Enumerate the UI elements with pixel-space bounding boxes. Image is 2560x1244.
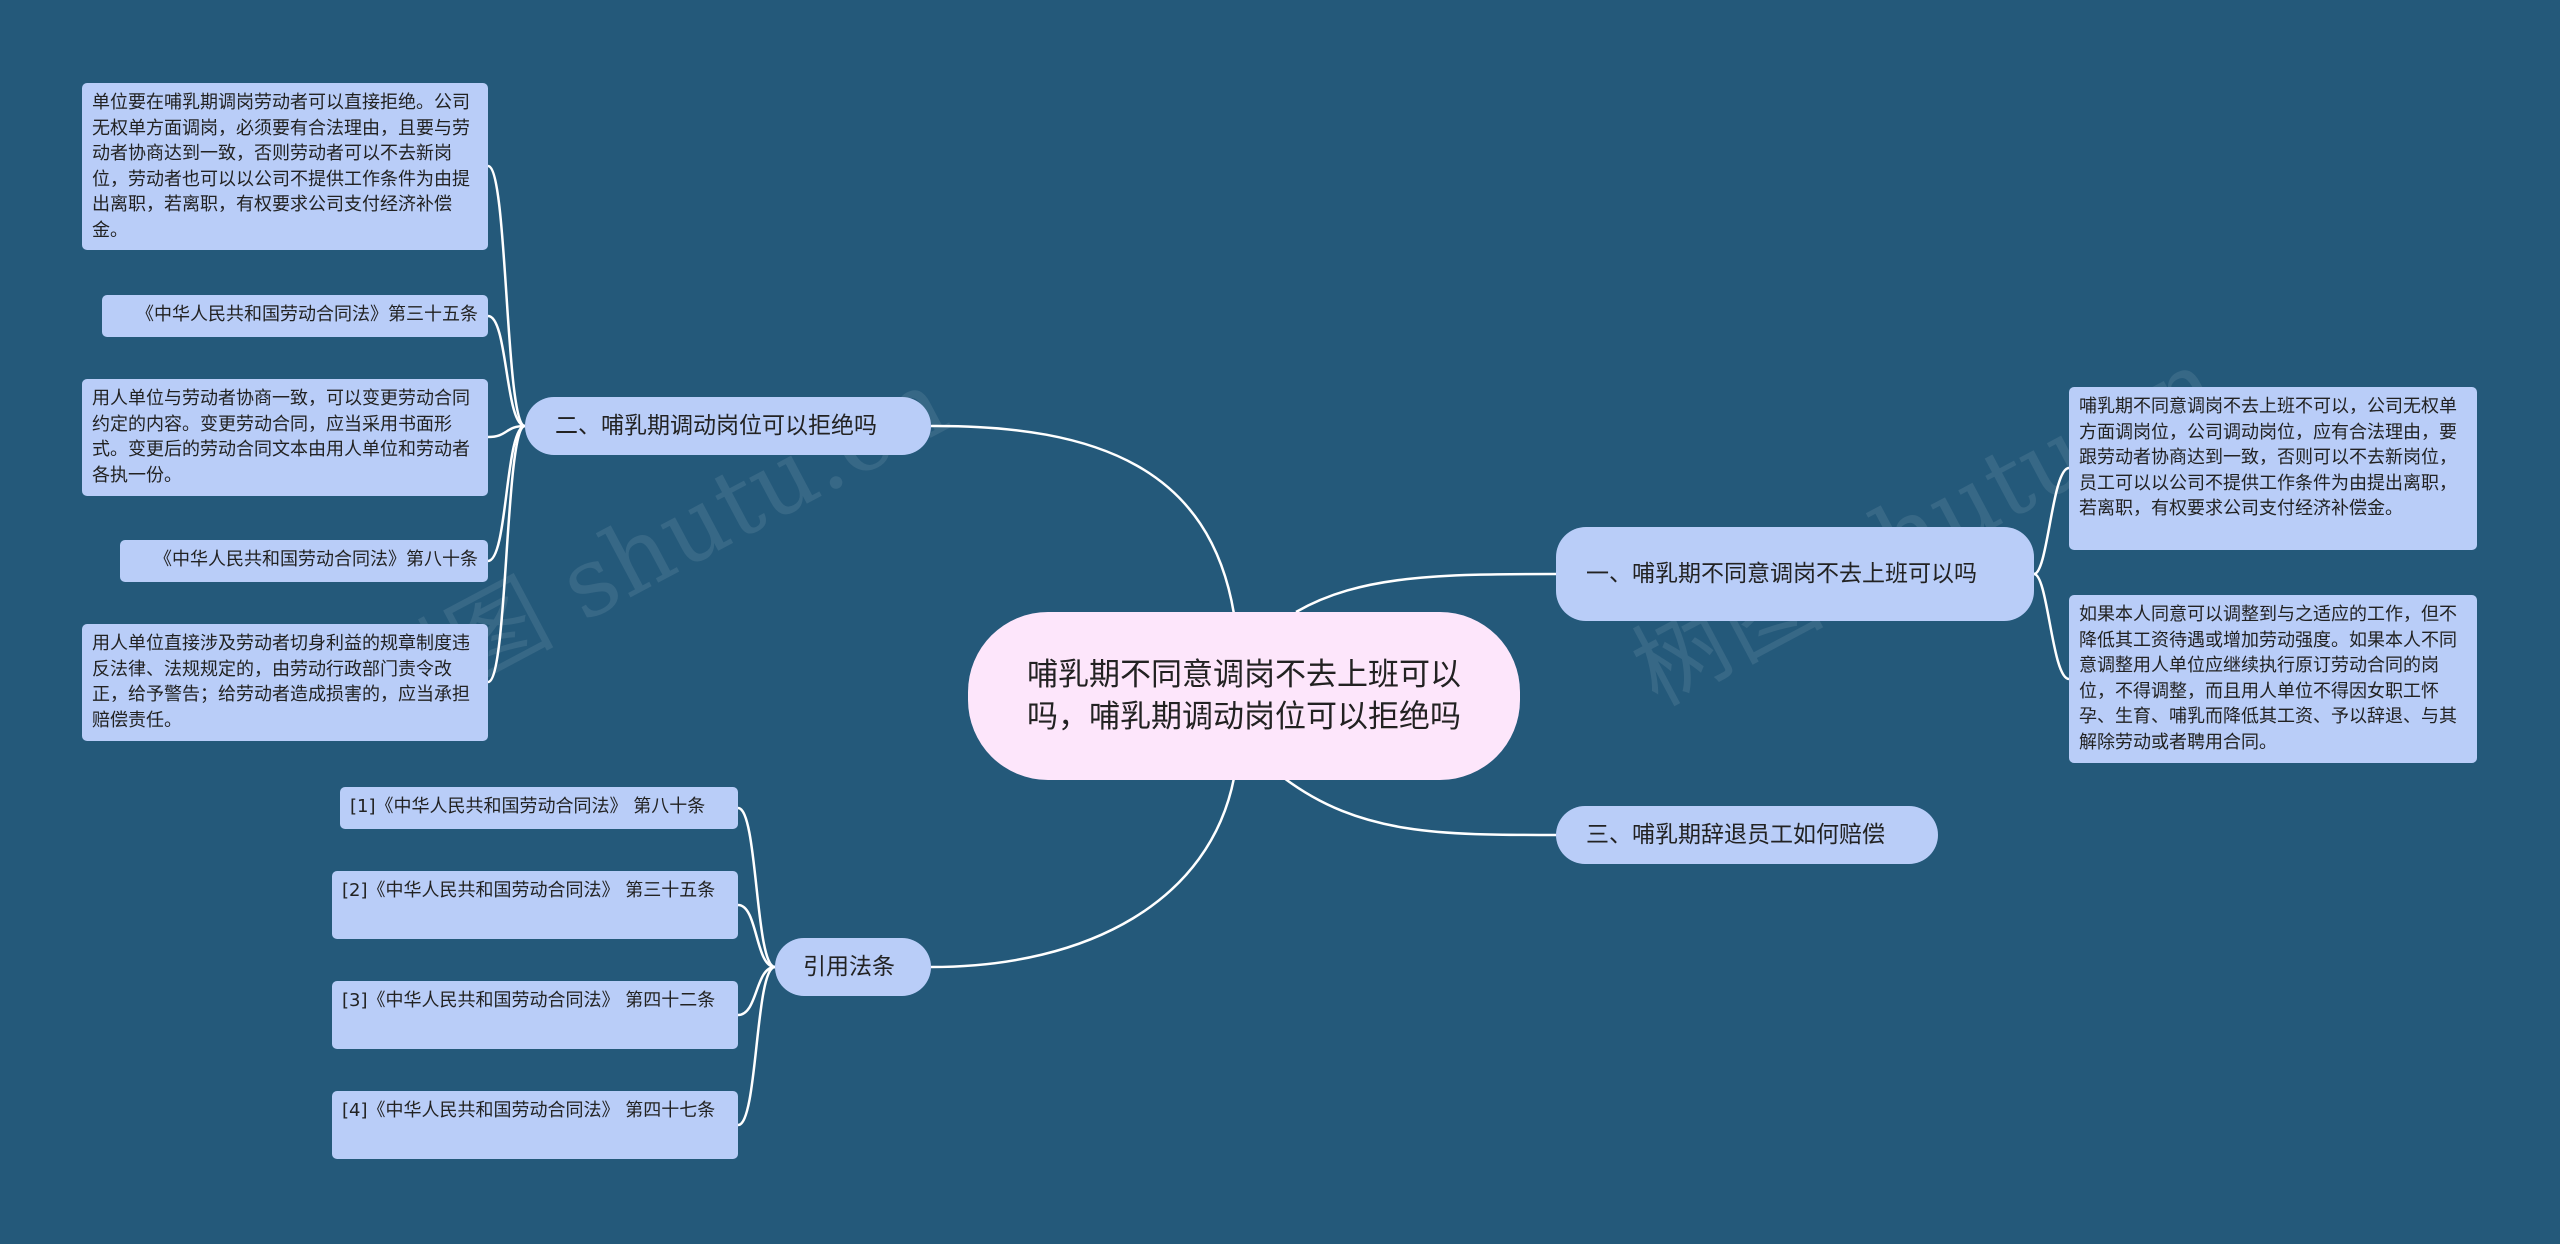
- branch-1-to-leaf-1-connector: [2033, 466, 2070, 576]
- branch-topic-1[interactable]: 一、哺乳期不同意调岗不去上班可以吗: [1556, 527, 2034, 621]
- leaf-topic-2-4[interactable]: 《中华人民共和国劳动合同法》第八十条: [120, 540, 488, 582]
- leaf-topic-4-4[interactable]: [4]《中华人民共和国劳动合同法》 第四十七条: [332, 1091, 738, 1159]
- root-to-branch-3-connector: [1283, 776, 1557, 837]
- leaf-topic-4-1[interactable]: [1]《中华人民共和国劳动合同法》 第八十条: [340, 787, 738, 829]
- branch-topic-4[interactable]: 引用法条: [775, 938, 931, 996]
- root-to-branch-1-connector: [1295, 572, 1557, 614]
- root-topic[interactable]: 哺乳期不同意调岗不去上班可以吗，哺乳期调动岗位可以拒绝吗: [968, 612, 1520, 780]
- branch-2-to-leaf-1-connector: [487, 164, 526, 428]
- leaf-topic-4-3[interactable]: [3]《中华人民共和国劳动合同法》 第四十二条: [332, 981, 738, 1049]
- branch-2-to-leaf-2-connector: [487, 314, 526, 428]
- branch-topic-3[interactable]: 三、哺乳期辞退员工如何赔偿: [1556, 806, 1938, 864]
- leaf-topic-1-1[interactable]: 哺乳期不同意调岗不去上班不可以，公司无权单方面调岗位，公司调动岗位，应有合法理由…: [2069, 387, 2477, 550]
- leaf-topic-2-3[interactable]: 用人单位与劳动者协商一致，可以变更劳动合同约定的内容。变更劳动合同，应当采用书面…: [82, 379, 488, 496]
- leaf-topic-2-2[interactable]: 《中华人民共和国劳动合同法》第三十五条: [102, 295, 488, 337]
- branch-4-to-leaf-4-connector: [737, 965, 776, 1127]
- branch-1-to-leaf-2-connector: [2033, 572, 2070, 681]
- branch-topic-3-label: 三、哺乳期辞退员工如何赔偿: [1586, 822, 1885, 848]
- root-topic-text: 哺乳期不同意调岗不去上班可以吗，哺乳期调动岗位可以拒绝吗: [1027, 657, 1461, 735]
- branch-topic-2[interactable]: 二、哺乳期调动岗位可以拒绝吗: [525, 397, 931, 455]
- branch-2-to-leaf-4-connector: [487, 424, 526, 563]
- root-to-branch-4-connector: [930, 777, 1236, 969]
- branch-topic-4-label: 引用法条: [803, 954, 895, 980]
- branch-2-to-leaf-5-connector: [487, 424, 526, 684]
- branch-2-to-leaf-3-connector: [487, 424, 526, 439]
- branch-4-to-leaf-3-connector: [737, 965, 776, 1017]
- leaf-topic-4-2[interactable]: [2]《中华人民共和国劳动合同法》 第三十五条: [332, 871, 738, 939]
- branch-topic-1-label: 一、哺乳期不同意调岗不去上班可以吗: [1586, 561, 1977, 587]
- branch-topic-2-label: 二、哺乳期调动岗位可以拒绝吗: [555, 413, 877, 439]
- leaf-topic-2-1[interactable]: 单位要在哺乳期调岗劳动者可以直接拒绝。公司无权单方面调岗，必须要有合法理由，且要…: [82, 83, 488, 250]
- branch-4-to-leaf-2-connector: [737, 903, 776, 969]
- leaf-topic-1-2[interactable]: 如果本人同意可以调整到与之适应的工作，但不降低其工资待遇或增加劳动强度。如果本人…: [2069, 595, 2477, 763]
- leaf-topic-2-5[interactable]: 用人单位直接涉及劳动者切身利益的规章制度违反法律、法规规定的，由劳动行政部门责令…: [82, 624, 488, 741]
- root-to-branch-2-connector: [930, 424, 1236, 615]
- branch-4-to-leaf-1-connector: [737, 806, 776, 969]
